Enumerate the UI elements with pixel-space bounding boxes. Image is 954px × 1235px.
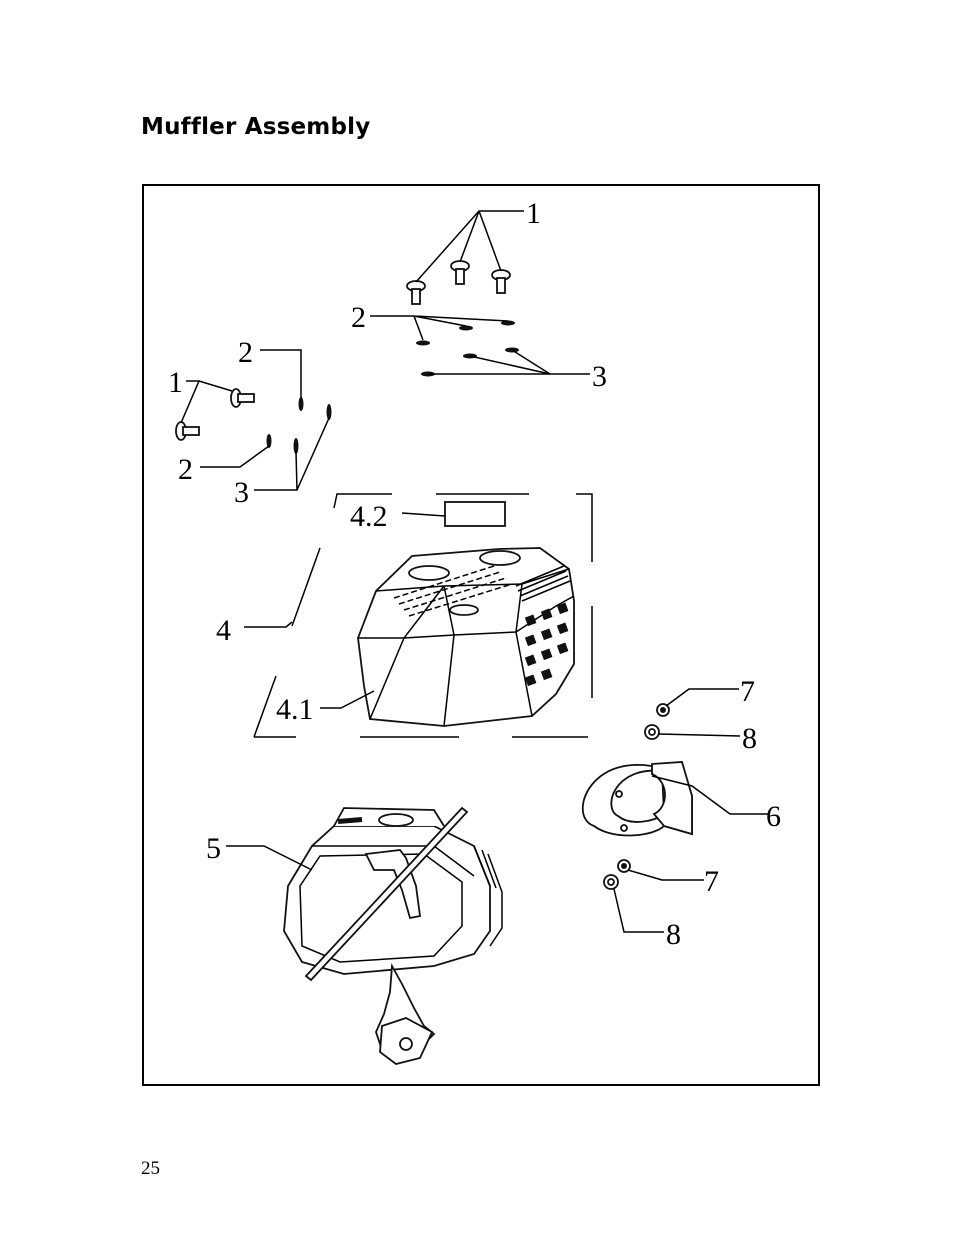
- callout-3-left: 3: [234, 476, 249, 509]
- callout-4-2: 4.2: [350, 500, 388, 533]
- callout-7-upper: 7: [740, 675, 755, 708]
- leader-line: [428, 350, 590, 374]
- page-title: Muffler Assembly: [141, 114, 370, 140]
- heat-shield: [358, 548, 574, 726]
- screw-group-left: [176, 389, 254, 440]
- callout-4-1: 4.1: [276, 693, 314, 726]
- screw: [407, 281, 425, 304]
- leader-line: [260, 350, 301, 398]
- callout-1-top: 1: [526, 197, 541, 230]
- callout-6: 6: [766, 800, 781, 833]
- leader-line: [244, 622, 292, 627]
- exploded-parts-diagram: 1 2 3 1 2 2 3: [142, 184, 820, 1086]
- leader-line: [666, 689, 739, 706]
- callout-4: 4: [216, 614, 231, 647]
- page-number: 25: [141, 1158, 160, 1180]
- callout-2-left-upper: 2: [238, 336, 253, 369]
- callout-8-upper: 8: [742, 722, 757, 755]
- screw: [451, 261, 469, 284]
- leader-line: [659, 734, 740, 736]
- callout-2-top: 2: [351, 301, 366, 334]
- screw: [492, 270, 510, 293]
- washer-upper: [645, 725, 659, 739]
- screw-group-top: [407, 261, 510, 304]
- callout-3-top: 3: [592, 360, 607, 393]
- leader-line: [614, 889, 664, 932]
- callout-5: 5: [206, 832, 221, 865]
- washer-lower: [604, 875, 618, 889]
- muffler-body: [284, 808, 502, 1064]
- exhaust-flange: [583, 762, 692, 835]
- screw: [176, 422, 199, 440]
- washer-group-left: [267, 397, 332, 454]
- label-plate: [445, 502, 505, 526]
- leader-line: [628, 870, 704, 880]
- callout-7-lower: 7: [704, 865, 719, 898]
- leader-line: [370, 316, 508, 340]
- lock-washer-group-top: [421, 348, 519, 377]
- callout-8-lower: 8: [666, 918, 681, 951]
- screw: [231, 389, 254, 407]
- washer-group-top: [416, 321, 515, 346]
- leader-line: [181, 381, 232, 423]
- leader-line: [402, 513, 445, 516]
- callout-1-left: 1: [168, 366, 183, 399]
- leader-line: [200, 446, 269, 467]
- callout-2-left-lower: 2: [178, 453, 193, 486]
- leader-line: [254, 418, 329, 490]
